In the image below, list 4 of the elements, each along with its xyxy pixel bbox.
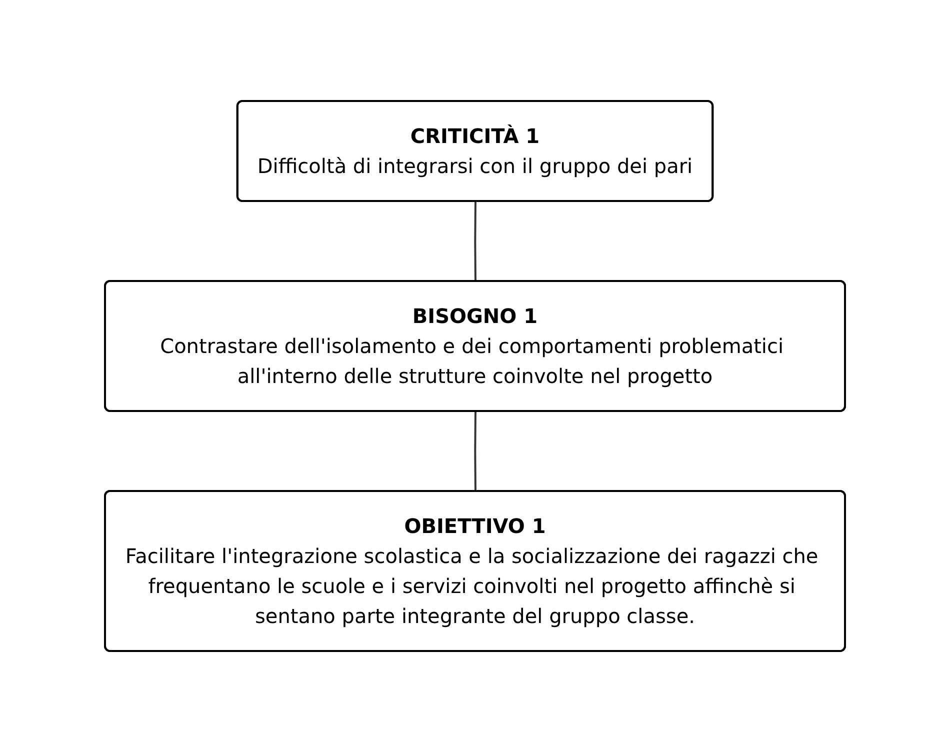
connector (474, 201, 476, 282)
node-text: BISOGNO 1 Contrastare dell'isolamento e dei comportamenti problematici all'interno delle strutture coinvolte nel progetto (160, 304, 784, 388)
connector (474, 411, 476, 492)
node-text: OBIETTIVO 1 Facilitare l'integrazione scolastica e la socializzazione dei ragazzi che frequentano le scuole e i servizi coinvolti nel progetto affinchè si sentano parte integrante del gruppo classe. (125, 514, 818, 628)
